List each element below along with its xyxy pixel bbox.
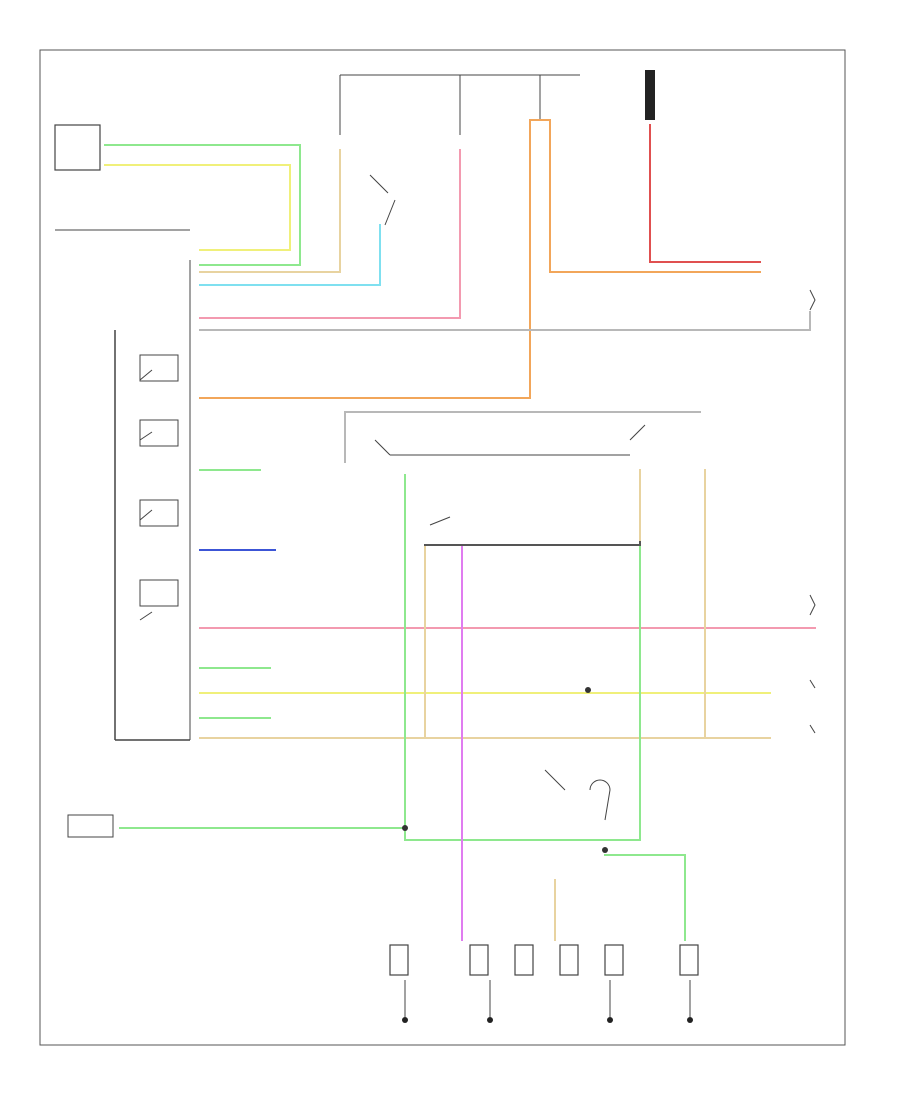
relay-contacts-mid bbox=[374, 424, 646, 821]
wire-lt-green-right bbox=[604, 854, 686, 941]
battery-fusible-link bbox=[645, 70, 655, 120]
bottom-lamp-assemblies bbox=[389, 944, 699, 976]
lamp-control-module bbox=[54, 124, 191, 741]
right-connectors bbox=[67, 289, 816, 838]
diagram-frame bbox=[39, 49, 846, 1046]
wire-tan-top bbox=[199, 149, 341, 273]
wire-lt-green-vertical bbox=[404, 474, 641, 841]
wire-lt-blue bbox=[199, 224, 381, 286]
wire-black-mid bbox=[424, 519, 641, 546]
wire-gray bbox=[199, 311, 811, 331]
wire-lt-green-top bbox=[104, 144, 301, 266]
headlamp-switch-contacts bbox=[139, 354, 179, 621]
splice-points bbox=[402, 687, 608, 853]
ground-symbols bbox=[402, 980, 693, 1023]
wire-pink-upper bbox=[199, 149, 461, 319]
wire-gray-2 bbox=[344, 411, 701, 463]
wire-orange bbox=[199, 119, 761, 399]
top-fuse-block bbox=[339, 74, 580, 226]
wire-red-battery bbox=[649, 124, 761, 263]
